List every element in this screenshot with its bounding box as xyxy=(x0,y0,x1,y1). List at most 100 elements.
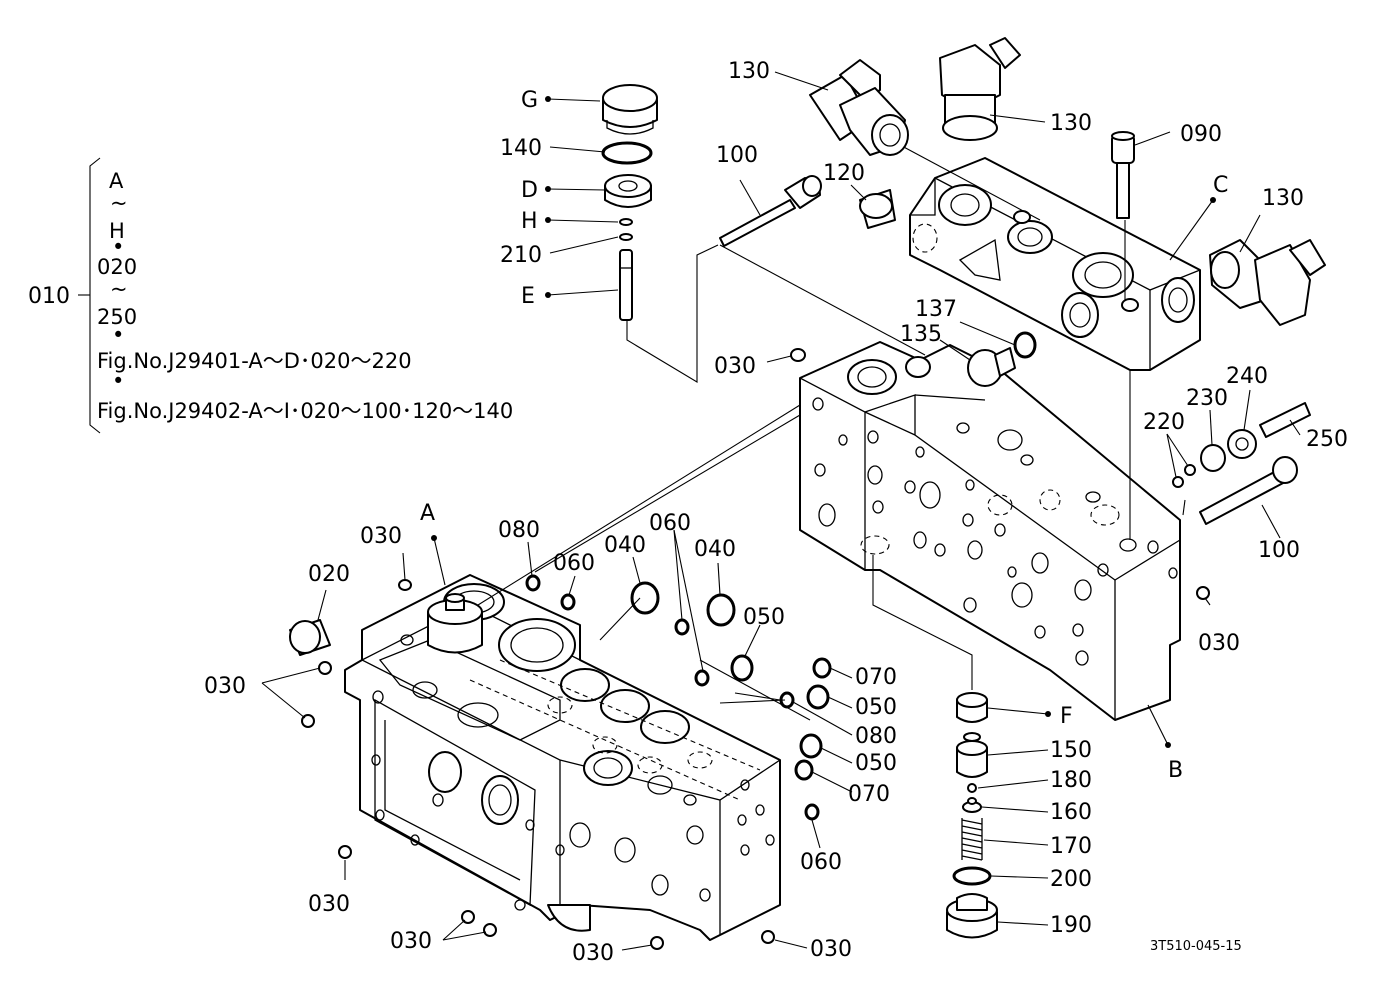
part-plug-030-mid xyxy=(790,348,806,362)
part-oring-070-b xyxy=(794,759,814,781)
callout-060-c: 060 xyxy=(800,850,842,875)
part-elbow-130-a xyxy=(809,59,909,156)
callout-120: 120 xyxy=(823,161,865,186)
callout-050-c: 050 xyxy=(855,751,897,776)
callout-200: 200 xyxy=(1050,867,1092,892)
note-line-5: 020 xyxy=(97,255,137,279)
block-b-face-holes xyxy=(812,397,1178,666)
part-plug-030-left-a xyxy=(318,661,332,675)
callout-150: 150 xyxy=(1050,738,1092,763)
note-line-1: A xyxy=(109,169,124,193)
part-plug-030-a xyxy=(398,579,412,591)
callout-030-left: 030 xyxy=(204,674,246,699)
callout-E: E xyxy=(521,284,535,309)
callout-100-top: 100 xyxy=(716,143,758,168)
part-ring-210 xyxy=(619,233,633,241)
note-ref: 010 xyxy=(28,284,70,309)
callout-030-bc: 030 xyxy=(572,941,614,966)
note-line-4: • xyxy=(112,235,124,259)
callout-210: 210 xyxy=(500,243,542,268)
callout-080-b: 080 xyxy=(855,724,897,749)
part-oring-050-a xyxy=(730,654,754,682)
callout-050-b: 050 xyxy=(855,695,897,720)
part-plug-g xyxy=(602,84,658,135)
part-plug-135 xyxy=(967,347,1016,387)
part-bolt-090 xyxy=(1111,131,1135,219)
note-line-3: H xyxy=(109,219,125,243)
callout-230: 230 xyxy=(1186,386,1228,411)
part-oring-050-b xyxy=(806,684,830,710)
callout-137: 137 xyxy=(915,297,957,322)
note-line-8: • xyxy=(112,323,124,347)
callout-B: B xyxy=(1168,758,1183,783)
part-plug-190 xyxy=(946,893,998,939)
callout-H: H xyxy=(521,209,538,234)
callout-060-b: 060 xyxy=(649,511,691,536)
part-valve-150 xyxy=(956,732,988,778)
part-elbow-130-c xyxy=(1209,239,1326,326)
callout-040-a: 040 xyxy=(604,533,646,558)
valve-block-b xyxy=(799,341,1181,721)
note-line-10: • xyxy=(112,369,124,393)
note-bracket xyxy=(89,157,101,434)
part-plug-030-bl2-b xyxy=(483,923,497,937)
callout-240: 240 xyxy=(1226,364,1268,389)
part-pin-e xyxy=(619,249,633,321)
part-oring-200 xyxy=(952,866,992,886)
leader-lines xyxy=(261,71,1301,951)
part-washer-h xyxy=(619,218,633,226)
callout-030-right: 030 xyxy=(1198,631,1240,656)
part-plug-020 xyxy=(289,619,331,656)
part-ball-220-a xyxy=(1172,476,1184,488)
callout-F: F xyxy=(1060,704,1073,729)
part-washer-230 xyxy=(1200,444,1226,472)
callout-135: 135 xyxy=(900,322,942,347)
part-oring-040-b xyxy=(706,593,736,627)
callout-090: 090 xyxy=(1180,122,1222,147)
part-plug-030-bl xyxy=(338,845,352,859)
part-plug-030-bc xyxy=(650,936,664,950)
valve-block-a xyxy=(344,574,781,941)
part-seat-d xyxy=(604,174,652,208)
part-oring-060-b1 xyxy=(674,618,690,636)
callout-130-c: 130 xyxy=(1262,186,1304,211)
callout-080-a: 080 xyxy=(498,518,540,543)
callout-160: 160 xyxy=(1050,800,1092,825)
callout-130-a: 130 xyxy=(728,59,770,84)
note-line-2: ~ xyxy=(110,191,128,215)
callout-070-a: 070 xyxy=(855,665,897,690)
part-oring-060-b2 xyxy=(694,669,710,687)
valve-block-c xyxy=(909,157,1201,371)
callout-030-bl2: 030 xyxy=(390,929,432,954)
part-bolt-100-top xyxy=(719,175,822,247)
callout-030-mid: 030 xyxy=(714,354,756,379)
part-oring-140 xyxy=(601,141,653,165)
part-oring-060-a xyxy=(560,593,576,611)
part-plug-120 xyxy=(859,189,896,229)
callout-190: 190 xyxy=(1050,913,1092,938)
callout-G: G xyxy=(521,88,538,113)
callout-020: 020 xyxy=(308,562,350,587)
callout-040-b: 040 xyxy=(694,537,736,562)
part-oring-080-b xyxy=(779,691,795,709)
callout-030-bl: 030 xyxy=(308,892,350,917)
callout-labels: G 140 D H 210 E 100 120 130 130 130 090 … xyxy=(204,59,1348,966)
part-seat-160 xyxy=(962,797,982,813)
callout-A: A xyxy=(420,501,435,526)
callout-050-a: 050 xyxy=(743,605,785,630)
part-ball-220-b xyxy=(1184,464,1196,476)
part-sleeve-f xyxy=(956,692,988,723)
part-oring-050-c xyxy=(799,733,823,759)
callout-070-b: 070 xyxy=(848,782,890,807)
part-oring-080-a xyxy=(525,574,541,592)
part-bolt-100-right xyxy=(1199,456,1298,525)
part-oring-060-c xyxy=(804,803,820,821)
callout-250: 250 xyxy=(1306,427,1348,452)
callout-030-br: 030 xyxy=(810,937,852,962)
note-line-11: Fig.No.J29402-A～I･020～100･120～140 xyxy=(97,399,513,423)
callout-D: D xyxy=(521,178,538,203)
drawing-id: 3T510-045-15 xyxy=(1150,939,1242,954)
part-ball-180 xyxy=(967,783,977,793)
part-screw-250 xyxy=(1259,402,1311,438)
part-oring-137 xyxy=(1013,331,1037,359)
